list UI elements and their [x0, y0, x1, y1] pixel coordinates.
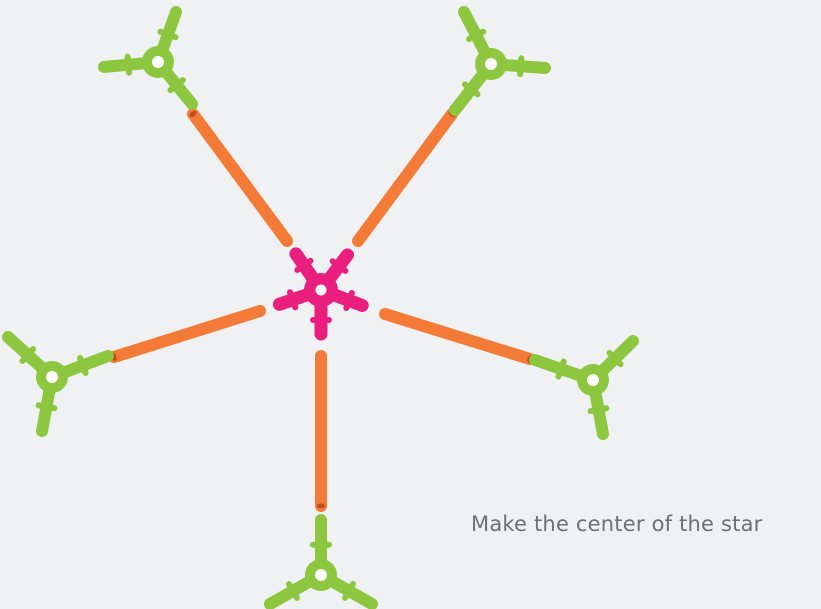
hub-hole — [46, 371, 58, 383]
arm-upper-left-rod — [193, 114, 287, 241]
arm-upper-right-rod — [358, 114, 452, 241]
hub-spoke-ridge — [128, 57, 129, 73]
hub-spoke-ridge — [39, 405, 55, 408]
arm-left-hub — [8, 337, 108, 431]
center-hub-hole — [316, 285, 327, 296]
center-hub — [279, 254, 362, 334]
hub-spoke-ridge — [591, 408, 607, 411]
arm-right-hub — [535, 341, 633, 434]
hub-hole — [152, 56, 164, 68]
arm-right-rod — [385, 314, 530, 359]
hub-spoke-ridge — [520, 58, 521, 74]
arm-bottom-hub — [270, 520, 372, 604]
arm-bottom-rod-end — [317, 504, 325, 509]
hub-hole — [587, 374, 599, 386]
arm-upper-left-hub — [104, 12, 192, 104]
arm-left-rod — [114, 311, 260, 357]
instruction-caption: Make the center of the star — [471, 512, 763, 536]
hub-hole — [485, 58, 497, 70]
arm-upper-right-hub — [455, 12, 545, 110]
hub-hole — [315, 569, 327, 581]
